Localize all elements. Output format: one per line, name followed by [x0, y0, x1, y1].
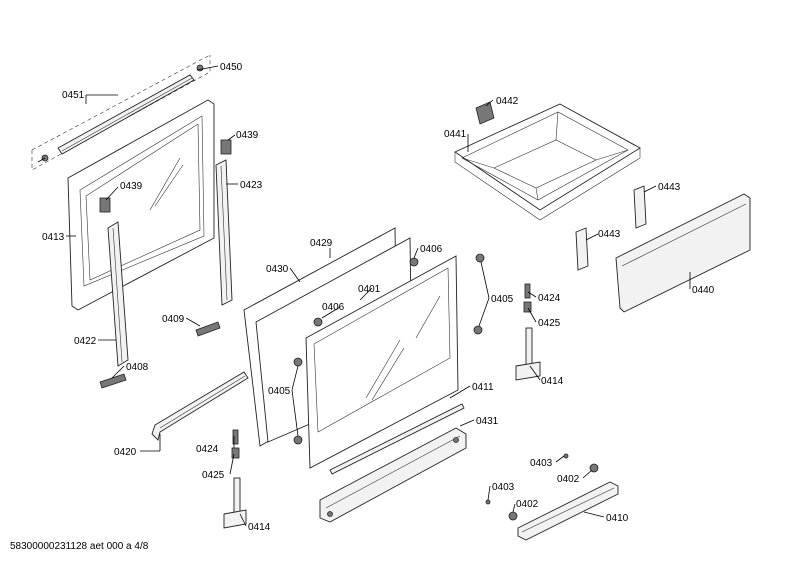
- label-0410: 0410: [606, 513, 629, 524]
- label-0405-right: 0405: [491, 294, 514, 305]
- leader-lines: [66, 65, 691, 527]
- label-0450: 0450: [220, 62, 243, 73]
- spacer-0405-d: [473, 325, 483, 335]
- bracket-0442: [475, 101, 495, 125]
- label-0442: 0442: [496, 96, 519, 107]
- label-0408: 0408: [126, 362, 149, 373]
- label-0451: 0451: [62, 90, 85, 101]
- hinge-rail-right: [215, 159, 233, 306]
- label-0406-left: 0406: [322, 302, 345, 313]
- label-0401: 0401: [358, 284, 381, 295]
- hinge-clip-right: [220, 139, 232, 155]
- drawer-front-0440: [615, 193, 751, 313]
- label-0414-left: 0414: [248, 522, 271, 533]
- clip-0408: [99, 373, 127, 389]
- trim-strip-0411: [329, 403, 465, 475]
- label-0413: 0413: [42, 232, 65, 243]
- label-0403-left: 0403: [492, 482, 515, 493]
- label-0424-right: 0424: [538, 293, 561, 304]
- screw-0403-b: [485, 499, 491, 505]
- part-labels: 0450 0451 0439 0439 0423 0413 0422 0408 …: [42, 62, 715, 533]
- knob-0402-b: [508, 511, 518, 521]
- label-0409: 0409: [162, 314, 185, 325]
- label-0406-right: 0406: [420, 244, 443, 255]
- door-top-trim-assembly: [31, 54, 211, 171]
- label-0440: 0440: [692, 285, 715, 296]
- screw-0403-a: [563, 453, 569, 459]
- label-0430: 0430: [266, 264, 289, 275]
- label-0441: 0441: [444, 129, 467, 140]
- spacer-0405-c: [475, 253, 485, 263]
- label-0429: 0429: [310, 238, 333, 249]
- label-0425-right: 0425: [538, 318, 561, 329]
- hinge-pin-left: [223, 429, 247, 529]
- hinge-rail-left: [107, 221, 129, 367]
- spacer-0405-b: [293, 435, 303, 445]
- drawing-id-footer: 58300000231128 aet 000 a 4/8: [10, 541, 149, 552]
- label-0405-left: 0405: [268, 386, 291, 397]
- label-0424-left: 0424: [196, 444, 219, 455]
- spacer-0406-b: [409, 257, 419, 267]
- label-0439-left: 0439: [120, 181, 143, 192]
- label-0422: 0422: [74, 336, 97, 347]
- hinge-clip-left: [99, 197, 111, 213]
- door-handle-0410: [517, 481, 619, 541]
- label-0443-bottom: 0443: [598, 229, 621, 240]
- label-0439-right: 0439: [236, 130, 259, 141]
- drawer-tray-0441: [454, 103, 641, 221]
- inner-door-frame: [67, 99, 215, 311]
- label-0425-left: 0425: [202, 470, 225, 481]
- label-0414-right: 0414: [541, 376, 564, 387]
- label-0402-left: 0402: [516, 499, 539, 510]
- bottom-rail-0420: [151, 371, 249, 441]
- label-0420: 0420: [114, 447, 137, 458]
- spacer-0406-a: [313, 317, 323, 327]
- label-0443-top: 0443: [658, 182, 681, 193]
- label-0411: 0411: [472, 382, 494, 393]
- clip-0409: [195, 321, 221, 337]
- label-0402-right: 0402: [557, 474, 580, 485]
- drawer-bracket-0443-a: [633, 185, 647, 229]
- front-door-glass-0401: [305, 255, 459, 469]
- label-0403-right: 0403: [530, 458, 553, 469]
- spacer-0405-a: [293, 357, 303, 367]
- door-bottom-profile-0431: [319, 427, 467, 523]
- hinge-pin-right: [515, 283, 541, 381]
- label-0423: 0423: [240, 180, 263, 191]
- label-0431: 0431: [476, 416, 499, 427]
- drawer-bracket-0443-b: [575, 227, 589, 271]
